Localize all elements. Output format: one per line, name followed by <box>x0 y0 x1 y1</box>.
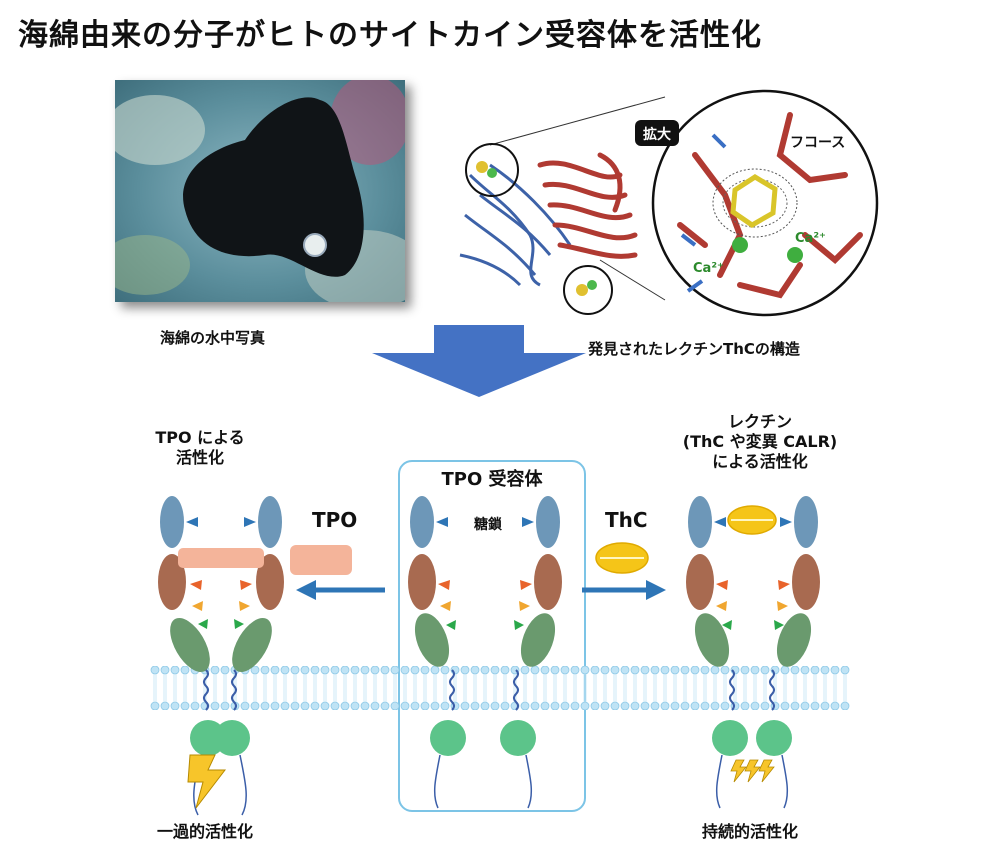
tpo-ligand-label: TPO <box>312 508 358 532</box>
lectin-structure-figure: 拡大 フコース Ca²⁺ Ca²⁺ <box>459 89 879 317</box>
tpo-molecule <box>290 545 352 575</box>
right-footer: 持続的活性化 <box>701 822 798 841</box>
right-heading-line2: (ThC や変異 CALR) <box>682 432 838 451</box>
receptor-schematic <box>150 496 850 816</box>
arrow-right <box>582 580 666 600</box>
arrow-left <box>296 580 385 600</box>
cell-membrane <box>150 666 850 710</box>
left-heading: TPO による 活性化 <box>125 428 275 468</box>
left-heading-line1: TPO による <box>155 428 245 447</box>
center-heading: TPO 受容体 <box>441 469 543 490</box>
left-heading-line2: 活性化 <box>175 448 224 467</box>
ca-label-2: Ca²⁺ <box>693 261 724 276</box>
receptor-pair-tpo <box>158 496 284 816</box>
receptor-pair-thc <box>686 496 820 809</box>
zoom-label: 拡大 <box>643 126 671 143</box>
down-arrow <box>372 325 586 397</box>
right-heading-line1: レクチン <box>727 412 792 431</box>
left-footer: 一過的活性化 <box>156 822 253 841</box>
page-title: 海綿由来の分子がヒトのサイトカイン受容体を活性化 <box>18 18 762 53</box>
right-heading: レクチン (ThC や変異 CALR) による活性化 <box>640 412 880 472</box>
tpo-pair-markers <box>186 517 256 629</box>
right-heading-line3: による活性化 <box>712 452 808 471</box>
thc-molecule <box>595 542 649 574</box>
sugar-label: 糖鎖 <box>474 517 502 533</box>
ca-label-1: Ca²⁺ <box>795 231 826 246</box>
structure-caption: 発見されたレクチンThCの構造 <box>588 340 800 358</box>
thc-ligand-label: ThC <box>605 508 648 532</box>
receptor-pair-resting <box>408 496 562 809</box>
photo-caption: 海綿の水中写真 <box>160 329 266 347</box>
tpo-receptor-box <box>398 460 586 812</box>
sponge-photo <box>115 80 405 302</box>
fucose-label: フコース <box>790 135 845 151</box>
